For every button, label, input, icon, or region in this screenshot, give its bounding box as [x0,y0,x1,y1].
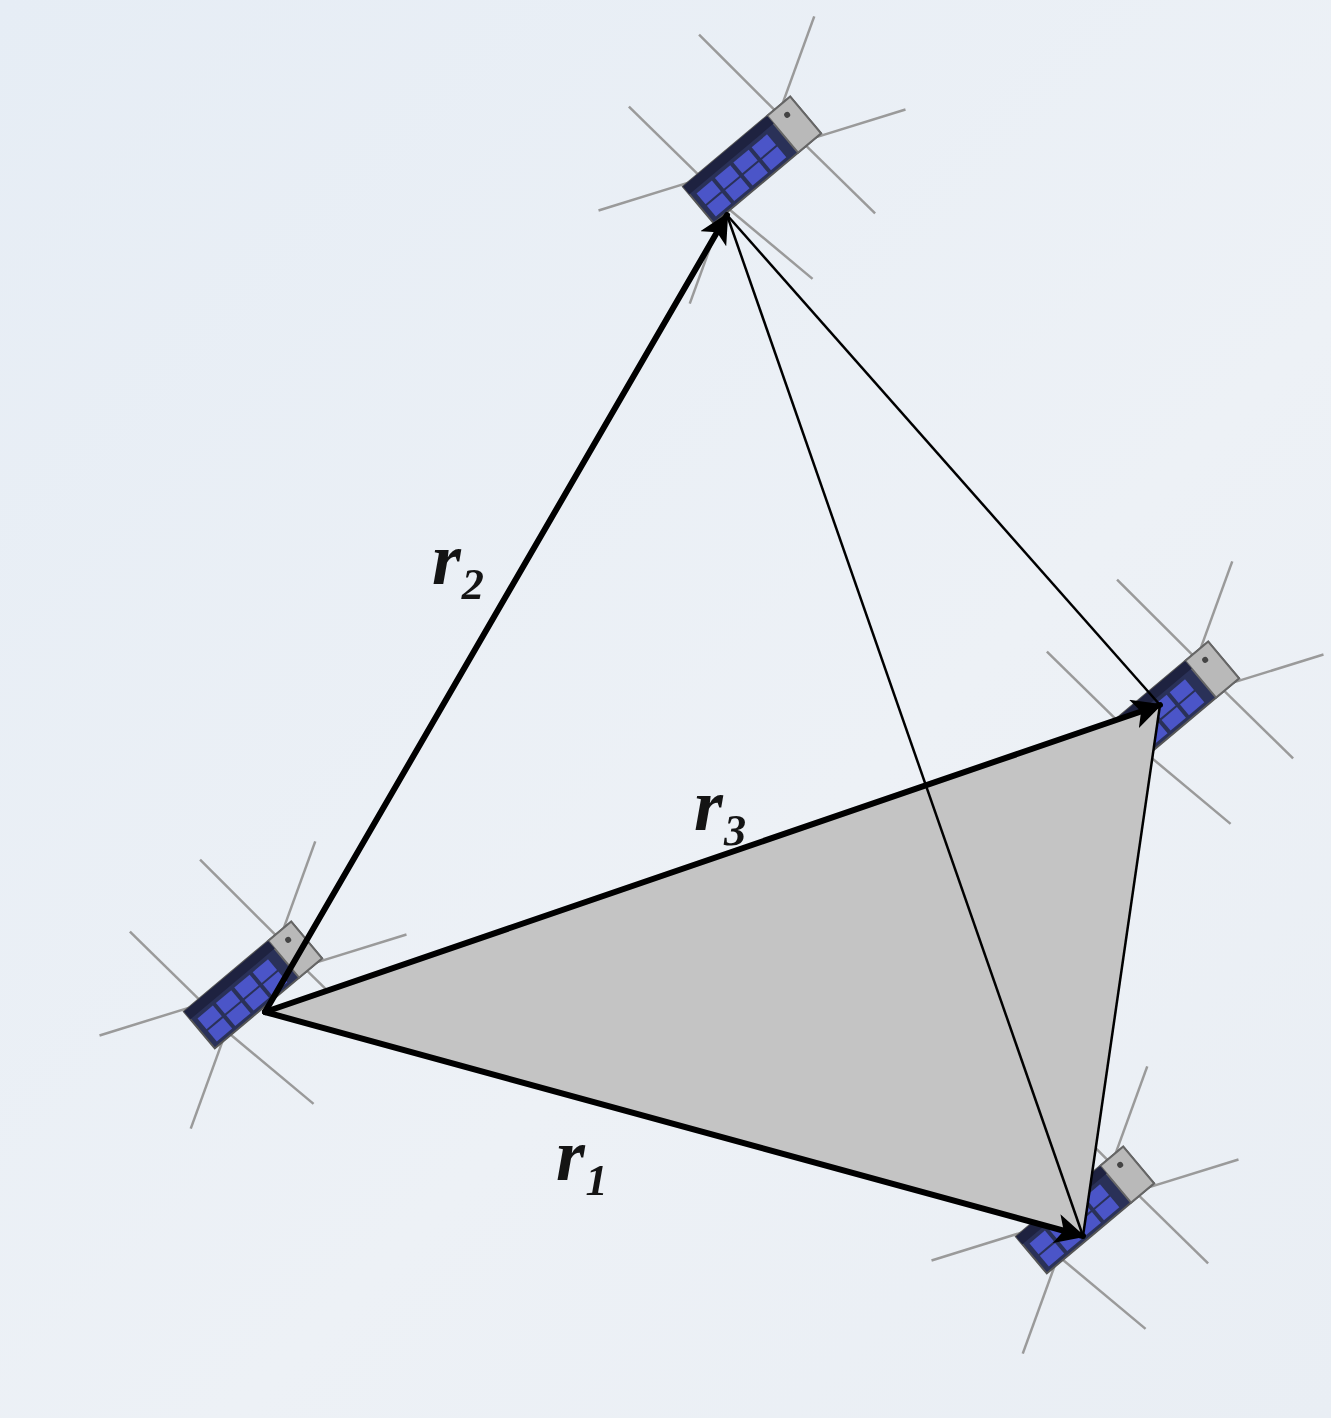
edge-line [1083,705,1160,1236]
vector-arrow [265,1012,1083,1236]
satellite [554,0,951,356]
edge-line [727,215,1083,1236]
vector-arrow [265,215,727,1012]
vector-label: r₁ [556,1118,611,1192]
vector-label: r₃ [694,768,749,842]
vector-label: r₂ [432,522,487,596]
vector-arrow [265,705,1160,1012]
edge-line [727,215,1160,705]
